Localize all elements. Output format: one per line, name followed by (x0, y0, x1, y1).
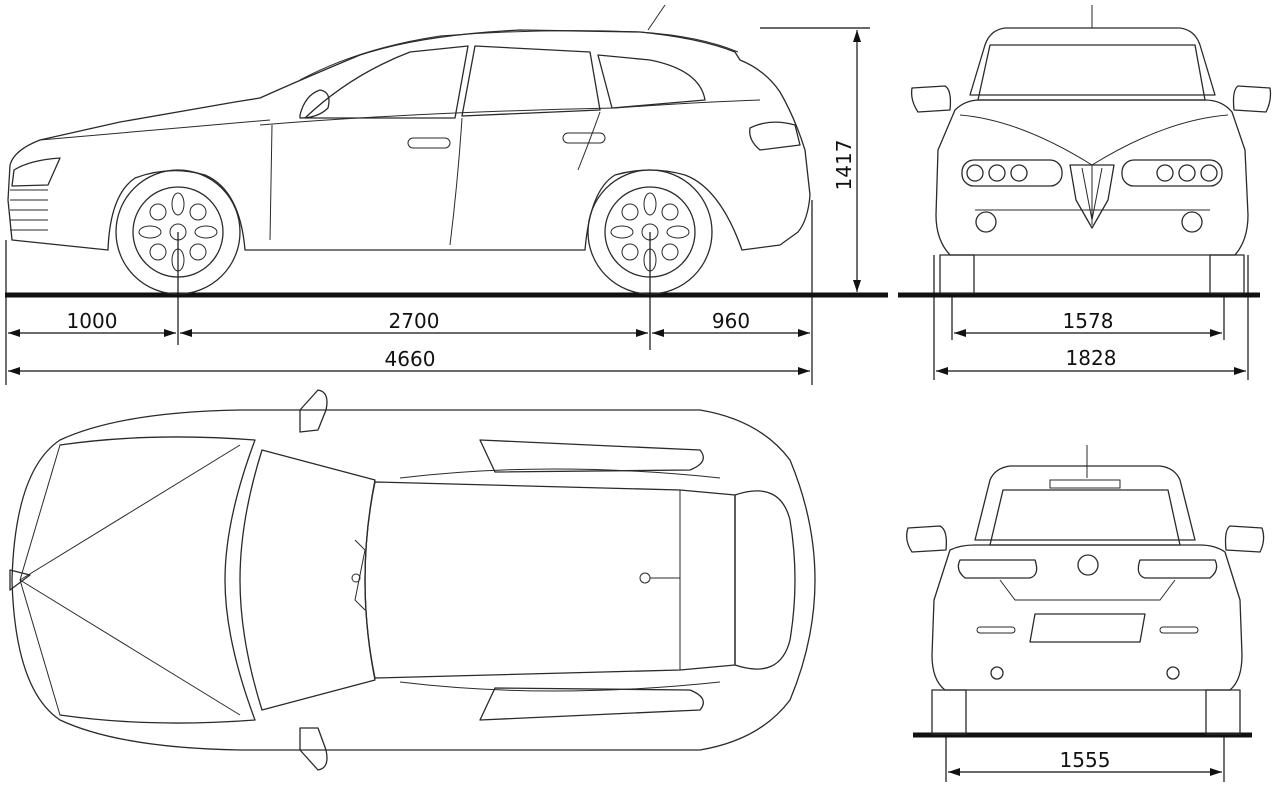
front-bonnet-lines (959, 114, 1229, 166)
dim-overall-length-label: 4660 (385, 347, 436, 371)
rear-mirror-left (906, 525, 948, 553)
dim-front-overhang: 1000 (8, 309, 176, 337)
dim-rear-track: 1555 (948, 748, 1222, 776)
dim-height-label: 1417 (832, 140, 856, 191)
side-view: 1000 2700 960 4660 1417 (5, 4, 888, 385)
top-mirror-left (299, 389, 328, 433)
top-roof-rail-left (399, 468, 721, 479)
side-door-line-front (269, 124, 273, 241)
rear-tail-light-left (957, 559, 1038, 579)
dim-rear-overhang-label: 960 (712, 309, 750, 333)
top-roof-antenna-base (639, 572, 651, 584)
front-mirror-right (1232, 85, 1272, 113)
rear-tail-light-right (1137, 559, 1218, 579)
rear-tailgate-line (999, 579, 1176, 601)
dim-front-track-label: 1578 (1063, 309, 1114, 333)
front-view: 1578 1828 (898, 5, 1272, 380)
dim-overall-width-label: 1828 (1066, 346, 1117, 370)
front-fog-right (1181, 211, 1203, 233)
dim-wheelbase: 2700 (180, 309, 648, 337)
front-dimension-extensions (933, 255, 1249, 380)
top-roof (364, 481, 736, 679)
top-bonnet-creases (19, 444, 241, 716)
rear-exhaust-left (990, 666, 1004, 680)
side-headlight (11, 157, 61, 187)
rear-body-outline (931, 544, 1243, 691)
front-fog-left (975, 211, 997, 233)
dim-rear-overhang: 960 (652, 309, 810, 337)
top-side-window-left (479, 439, 704, 473)
top-body-outline (11, 409, 816, 751)
front-grille-bars (1081, 165, 1103, 225)
top-mirror-right (299, 727, 328, 771)
front-roof-outline (969, 27, 1216, 96)
rear-mirror-right (1224, 525, 1265, 553)
side-roof-rail (299, 30, 739, 81)
top-view (9, 389, 816, 771)
rear-roof-outline (974, 465, 1196, 541)
top-roof-rail-right (399, 681, 721, 692)
side-mirror (299, 89, 330, 119)
side-quarter-window (597, 54, 706, 109)
rear-spoiler-light (1049, 479, 1121, 489)
front-grille-shield (1069, 164, 1115, 229)
side-bonnet-line (39, 119, 271, 141)
side-rear-window (461, 45, 601, 117)
front-windshield (977, 44, 1206, 101)
rear-reflector-right (1159, 626, 1199, 634)
dim-overall-width: 1828 (936, 346, 1246, 375)
side-body-outline (7, 29, 811, 251)
side-dimension-extensions (5, 27, 870, 385)
front-body-outline (935, 99, 1249, 256)
side-antenna (647, 4, 666, 31)
rear-tyre-left (931, 689, 967, 735)
dim-height: 1417 (832, 30, 861, 292)
dim-front-track: 1578 (954, 309, 1222, 337)
top-windshield (239, 449, 376, 711)
side-front-window (304, 45, 469, 119)
rear-reflector-left (976, 626, 1016, 634)
top-roof-marker-front (351, 573, 361, 583)
side-door-line-mid (449, 117, 463, 246)
side-front-bumper-lines (10, 189, 48, 231)
side-door-line-rear (577, 111, 601, 171)
side-tail-light (749, 121, 801, 151)
top-rear-window (734, 490, 796, 670)
dim-wheelbase-label: 2700 (389, 309, 440, 333)
top-bonnet (59, 436, 256, 724)
top-side-window-right (479, 687, 704, 721)
dim-rear-track-label: 1555 (1060, 748, 1111, 772)
rear-exhaust-right (1166, 666, 1180, 680)
rear-tyre-right (1205, 689, 1241, 735)
dim-overall-length: 4660 (8, 347, 810, 375)
front-mirror-left (910, 85, 952, 113)
rear-view: 1555 (906, 445, 1265, 782)
rear-number-plate (1029, 613, 1146, 643)
front-tyre-left (939, 254, 975, 294)
top-front-badge (9, 569, 31, 591)
dim-front-overhang-label: 1000 (67, 309, 118, 333)
side-rear-door-handle (562, 132, 606, 144)
front-headlights (961, 159, 1223, 187)
rear-window (989, 489, 1181, 546)
rear-badge (1077, 554, 1099, 576)
side-belt-line (259, 99, 761, 126)
side-front-door-handle (407, 137, 451, 149)
rear-dimension-extensions (945, 735, 1225, 782)
top-roof-notch (354, 539, 366, 611)
front-tyre-right (1209, 254, 1245, 294)
